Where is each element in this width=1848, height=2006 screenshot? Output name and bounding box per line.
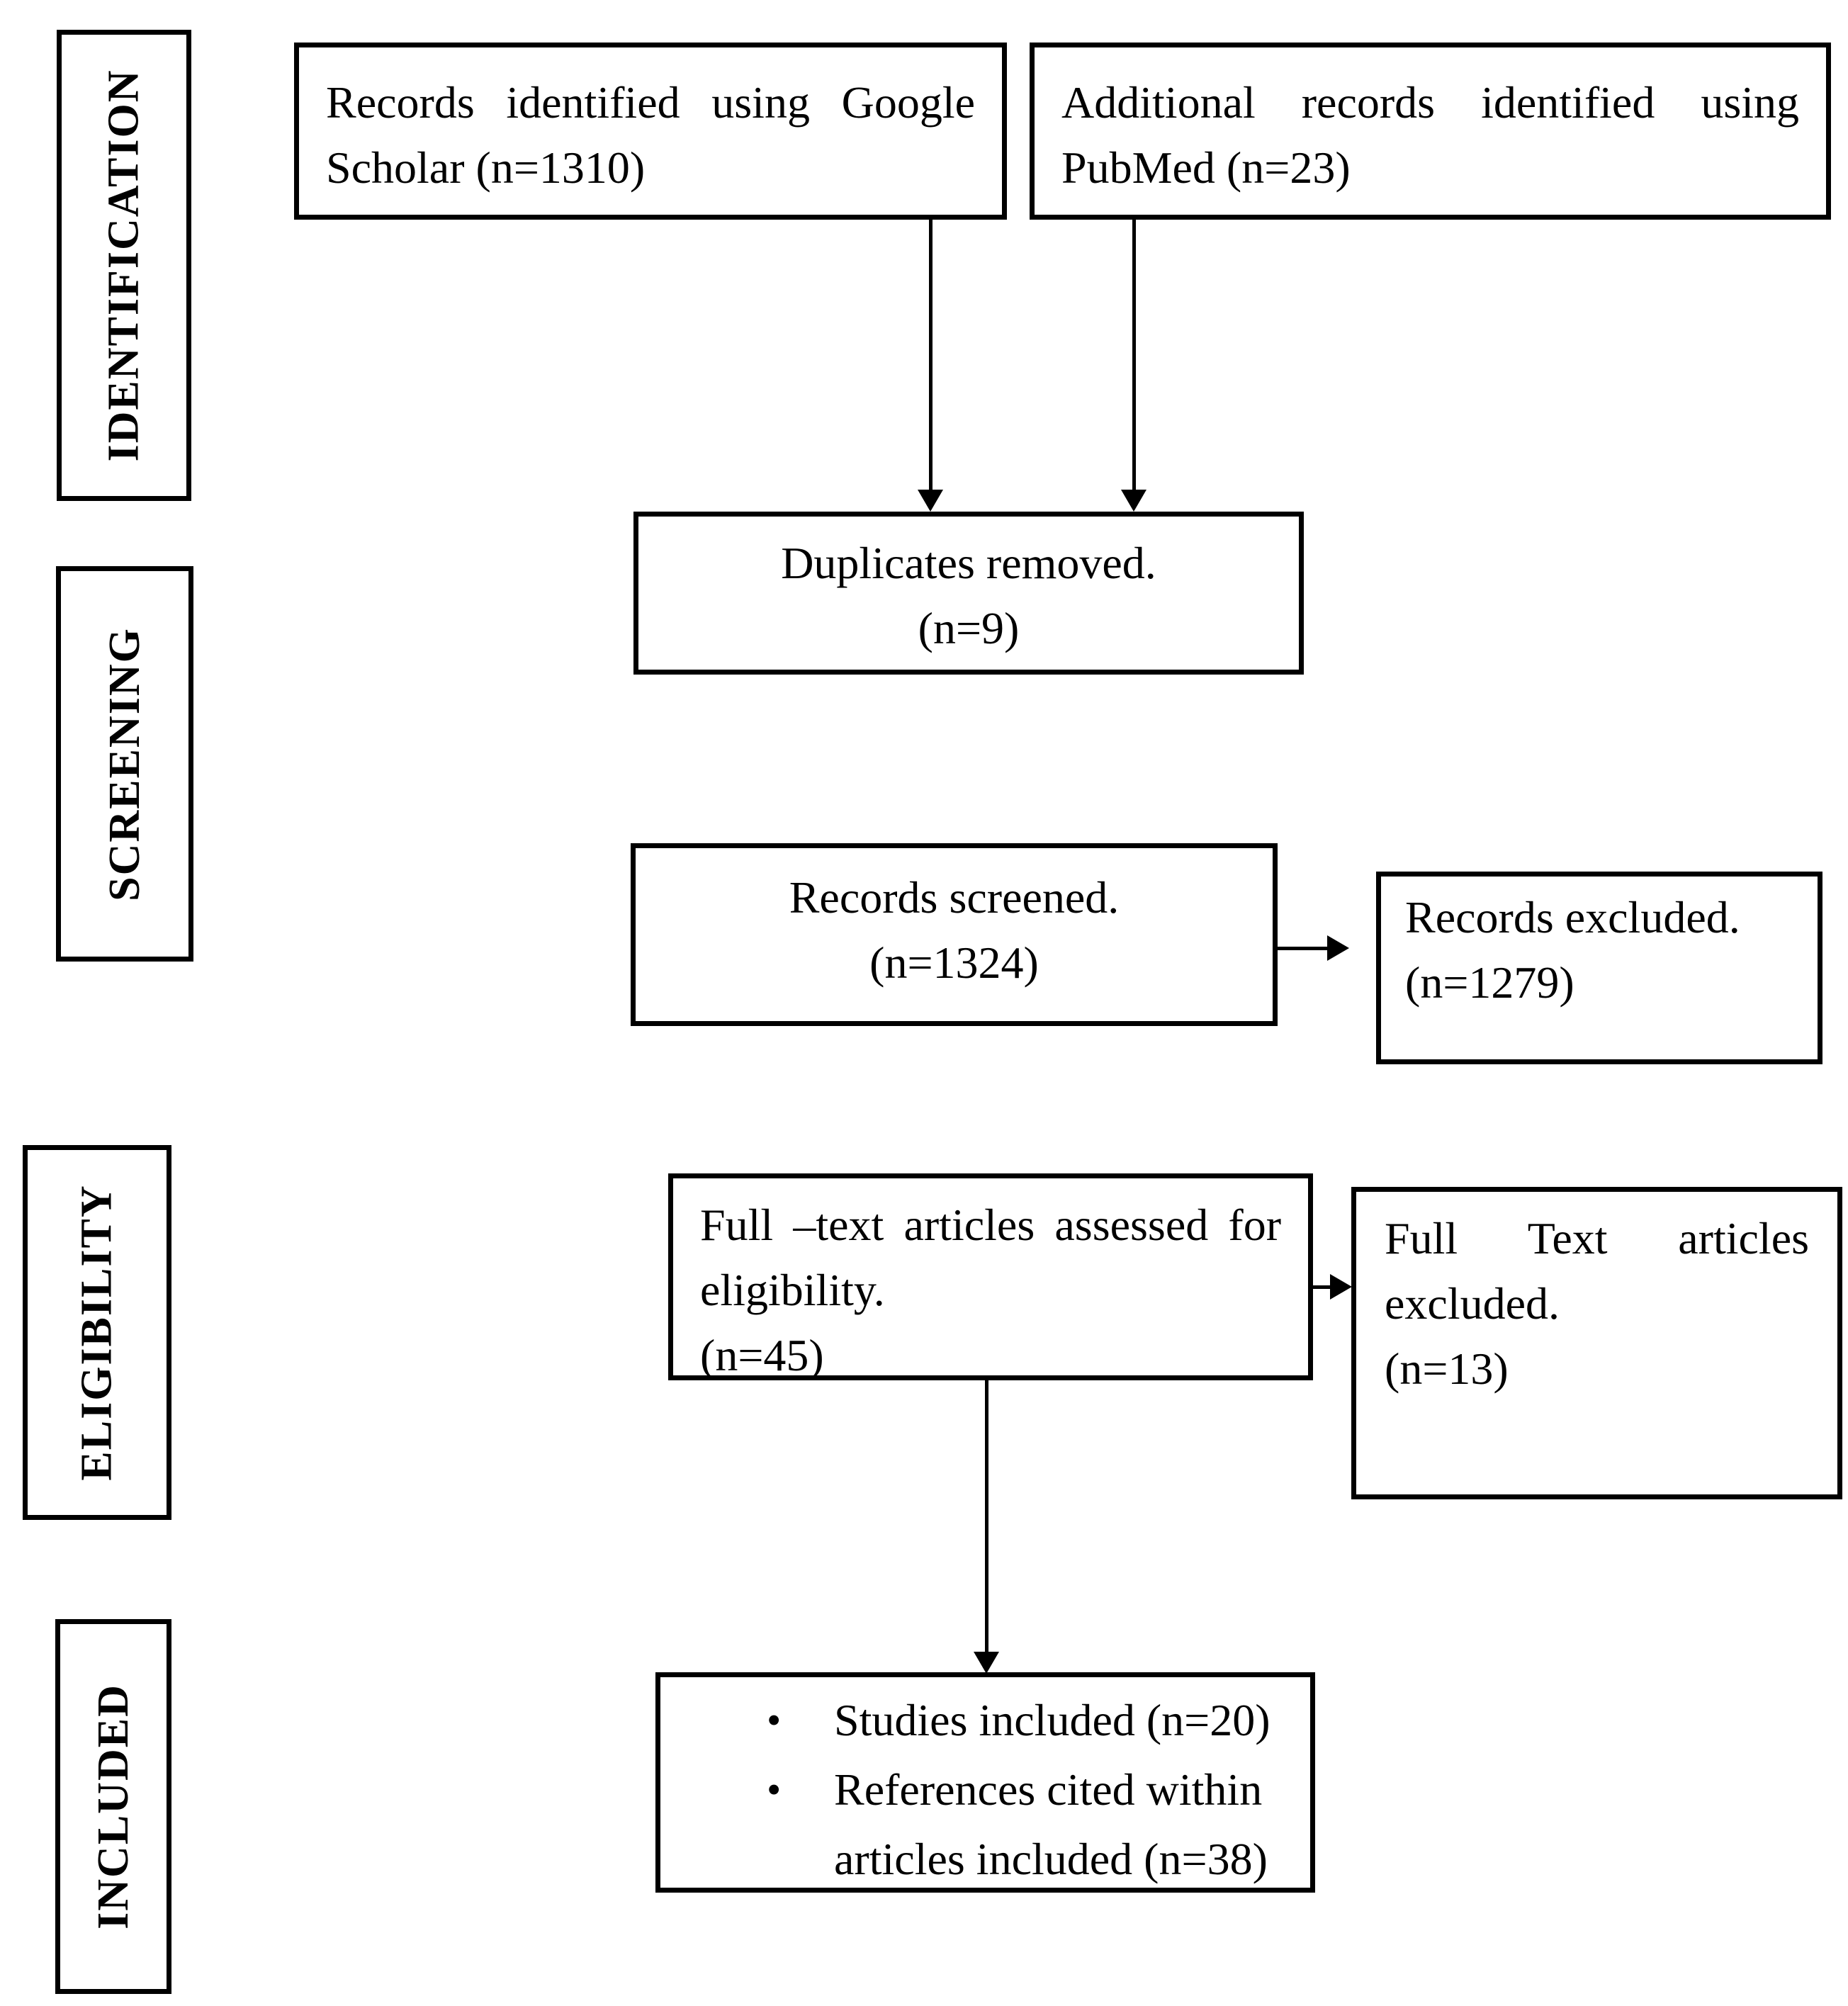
box-fulltext-assessed: Full –text articles assessed for eligibi… bbox=[668, 1173, 1313, 1380]
arrow-fulltext-to-included-head-icon bbox=[974, 1652, 999, 1674]
bullet-icon: • bbox=[767, 1766, 782, 1813]
arrow-fulltext-to-included-shaft bbox=[985, 1380, 988, 1652]
box-text-line: Additional records identified using bbox=[1061, 77, 1799, 128]
box-duplicates-removed: Duplicates removed. (n=9) bbox=[633, 512, 1304, 675]
box-text-line: Records identified using Google bbox=[326, 77, 975, 128]
box-text-line: Records screened. bbox=[789, 872, 1120, 923]
arrow-screened-to-excluded-shaft bbox=[1278, 947, 1329, 950]
bullet-icon: • bbox=[767, 1697, 782, 1743]
sidebar-stage-identification: IDENTIFICATION bbox=[57, 30, 191, 501]
arrow-pubmed-to-duplicates-head-icon bbox=[1121, 490, 1146, 512]
box-additional-records-pubmed: Additional records identified using PubM… bbox=[1030, 43, 1831, 220]
box-records-screened: Records screened. (n=1324) bbox=[631, 843, 1278, 1026]
box-studies-included: • Studies included (n=20) • References c… bbox=[655, 1672, 1315, 1893]
box-text-line: Duplicates removed. bbox=[781, 538, 1156, 588]
arrow-screened-to-excluded-head-icon bbox=[1327, 935, 1349, 961]
sidebar-stage-included: INCLUDED bbox=[55, 1619, 171, 1994]
bullet-text: Studies included (n=20) bbox=[834, 1695, 1270, 1745]
box-records-excluded: Records excluded. (n=1279) bbox=[1376, 872, 1822, 1064]
box-fulltext-excluded: Full Text articles excluded. (n=13) bbox=[1351, 1187, 1842, 1499]
screening-label: SCREENING bbox=[100, 626, 149, 901]
sidebar-stage-eligibility: ELIGIBILITY bbox=[23, 1145, 171, 1520]
box-text-line: (n=9) bbox=[918, 603, 1020, 653]
sidebar-stage-screening: SCREENING bbox=[56, 566, 193, 962]
box-records-identified-google-scholar: Records identified using Google Scholar … bbox=[294, 43, 1007, 220]
bullet-item: • Studies included (n=20) bbox=[675, 1686, 1296, 1755]
bullet-item: • References cited within articles inclu… bbox=[675, 1755, 1296, 1894]
identification-label: IDENTIFICATION bbox=[99, 69, 148, 462]
arrow-scholar-to-duplicates-shaft bbox=[929, 220, 933, 490]
eligibility-label: ELIGIBILITY bbox=[72, 1184, 121, 1481]
included-label: INCLUDED bbox=[89, 1684, 137, 1929]
arrow-scholar-to-duplicates-head-icon bbox=[918, 490, 943, 512]
arrow-fulltext-to-excluded-head-icon bbox=[1330, 1274, 1352, 1300]
box-text-line: Full Text articles bbox=[1385, 1213, 1809, 1263]
box-text-line: (n=1279) bbox=[1405, 957, 1574, 1008]
arrow-pubmed-to-duplicates-shaft bbox=[1132, 220, 1136, 490]
box-text-line: Full –text articles assessed for bbox=[700, 1200, 1281, 1250]
box-text-line: Records excluded. bbox=[1405, 892, 1740, 942]
bullet-text: References cited within articles include… bbox=[834, 1764, 1268, 1884]
arrow-fulltext-to-excluded-shaft bbox=[1313, 1285, 1331, 1289]
box-text-line: eligibility. bbox=[700, 1265, 885, 1315]
box-text-line: (n=45) bbox=[700, 1330, 824, 1380]
box-text-line: excluded. bbox=[1385, 1278, 1560, 1329]
box-text-line: PubMed (n=23) bbox=[1061, 142, 1351, 193]
box-text-line: (n=13) bbox=[1385, 1343, 1509, 1394]
box-text-line: Scholar (n=1310) bbox=[326, 142, 646, 193]
box-text-line: (n=1324) bbox=[869, 937, 1039, 988]
